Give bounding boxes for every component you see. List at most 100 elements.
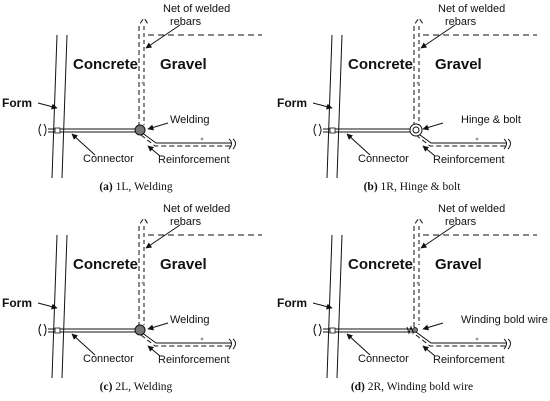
- caption-text: 2L, Welding: [112, 381, 172, 393]
- joint-arrow: [147, 122, 169, 131]
- reinforcement-bar: [415, 331, 507, 344]
- wire-knot-icon: [412, 327, 418, 333]
- weld-joint-icon: [134, 324, 146, 336]
- connector-end-icon: [313, 323, 322, 337]
- net-vertical-rebar: [413, 217, 424, 327]
- net-arrow: [145, 24, 181, 49]
- connector-end-icon: [313, 123, 322, 137]
- net-dot: [141, 81, 145, 85]
- caption-text: 1L, Welding: [113, 181, 173, 193]
- net-label-line2: rebars: [170, 216, 202, 228]
- connector-arrow: [71, 133, 96, 156]
- reinforcement-dot: [475, 337, 479, 341]
- connector-arrow: [346, 133, 371, 156]
- caption-text: 1R, Hinge & bolt: [378, 181, 462, 193]
- form-line-inner: [336, 34, 343, 179]
- joint-label: Hinge & bolt: [461, 114, 521, 126]
- net-label-line1: Net of welded: [163, 3, 230, 15]
- connector-label: Connector: [83, 153, 134, 165]
- reinforcement-dot: [475, 137, 479, 141]
- caption: (a) 1L, Welding: [99, 181, 173, 193]
- reinforcement-bar-dashed: [140, 134, 232, 147]
- net-dot: [141, 281, 145, 285]
- caption-letter: (b): [364, 181, 378, 193]
- caption: (b) 1R, Hinge & bolt: [364, 181, 462, 193]
- reinforcement-arrow: [147, 145, 161, 157]
- net-dot: [416, 281, 420, 285]
- reinforcement-bar-dashed: [140, 334, 232, 347]
- reinforcement-end-icon: [503, 338, 511, 350]
- caption-text: 2R, Winding bold wire: [365, 381, 473, 393]
- gravel-label: Gravel: [435, 56, 482, 73]
- connector-end-icon: [38, 123, 47, 137]
- connector-label: Connector: [358, 153, 409, 165]
- concrete-label: Concrete: [73, 56, 138, 73]
- reinforcement-arrow: [422, 345, 436, 357]
- caption: (c) 2L, Welding: [100, 381, 173, 393]
- joint-arrow: [422, 322, 444, 331]
- connector-arrow: [71, 333, 96, 356]
- form-line-inner: [61, 34, 68, 179]
- form-label: Form: [2, 96, 32, 110]
- connector-arrow: [346, 333, 371, 356]
- connector-label: Connector: [358, 353, 409, 365]
- net-label-line2: rebars: [445, 16, 477, 28]
- net-label-line2: rebars: [445, 216, 477, 228]
- reinforcement-bar: [140, 331, 232, 344]
- joint-label: Welding: [170, 314, 210, 326]
- reinforcement-label: Reinforcement: [158, 154, 230, 166]
- joint-arrow: [147, 322, 169, 331]
- weld-joint-icon: [134, 124, 146, 136]
- net-vertical-rebar: [138, 17, 149, 127]
- reinforcement-dot: [200, 137, 204, 141]
- form-label: Form: [277, 96, 307, 110]
- form-line-inner: [61, 234, 68, 379]
- form-arrow: [37, 302, 58, 310]
- joint-label: Welding: [170, 114, 210, 126]
- connector-label: Connector: [83, 353, 134, 365]
- form-line-inner: [336, 234, 343, 379]
- reinforcement-bar: [140, 131, 232, 144]
- net-vertical-rebar: [413, 17, 424, 127]
- net-dot: [416, 81, 420, 85]
- joint-arrow: [422, 122, 444, 131]
- form-label: Form: [2, 296, 32, 310]
- reinforcement-end-icon: [228, 338, 236, 350]
- concrete-label: Concrete: [73, 256, 138, 273]
- reinforcement-arrow: [422, 145, 436, 157]
- net-vertical-rebar: [138, 217, 149, 327]
- reinforcement-end-icon: [228, 138, 236, 150]
- connector-nut: [54, 327, 61, 334]
- net-arrow: [420, 224, 456, 249]
- reinforcement-arrow: [147, 345, 161, 357]
- caption: (d) 2R, Winding bold wire: [351, 381, 473, 393]
- joint-label: Winding bold wire: [461, 314, 548, 326]
- caption-letter: (c): [100, 381, 113, 393]
- form-arrow: [37, 102, 58, 110]
- net-label-line1: Net of welded: [438, 203, 505, 215]
- concrete-label: Concrete: [348, 56, 413, 73]
- net-label-line1: Net of welded: [163, 203, 230, 215]
- caption-letter: (a): [99, 181, 113, 193]
- form-arrow: [312, 102, 333, 110]
- reinforcement-dot: [200, 337, 204, 341]
- net-arrow: [420, 24, 456, 49]
- gravel-label: Gravel: [160, 256, 207, 273]
- reinforcement-bar-dashed: [415, 334, 507, 347]
- reinforcement-label: Reinforcement: [158, 354, 230, 366]
- connector-end-icon: [38, 323, 47, 337]
- reinforcement-bar: [415, 131, 507, 144]
- reinforcement-label: Reinforcement: [433, 354, 505, 366]
- reinforcement-bar-dashed: [415, 134, 507, 147]
- gravel-label: Gravel: [160, 56, 207, 73]
- connector-nut: [54, 127, 61, 134]
- form-label: Form: [277, 296, 307, 310]
- bolt-icon: [412, 126, 420, 134]
- reinforcement-label: Reinforcement: [433, 154, 505, 166]
- gravel-label: Gravel: [435, 256, 482, 273]
- concrete-label: Concrete: [348, 256, 413, 273]
